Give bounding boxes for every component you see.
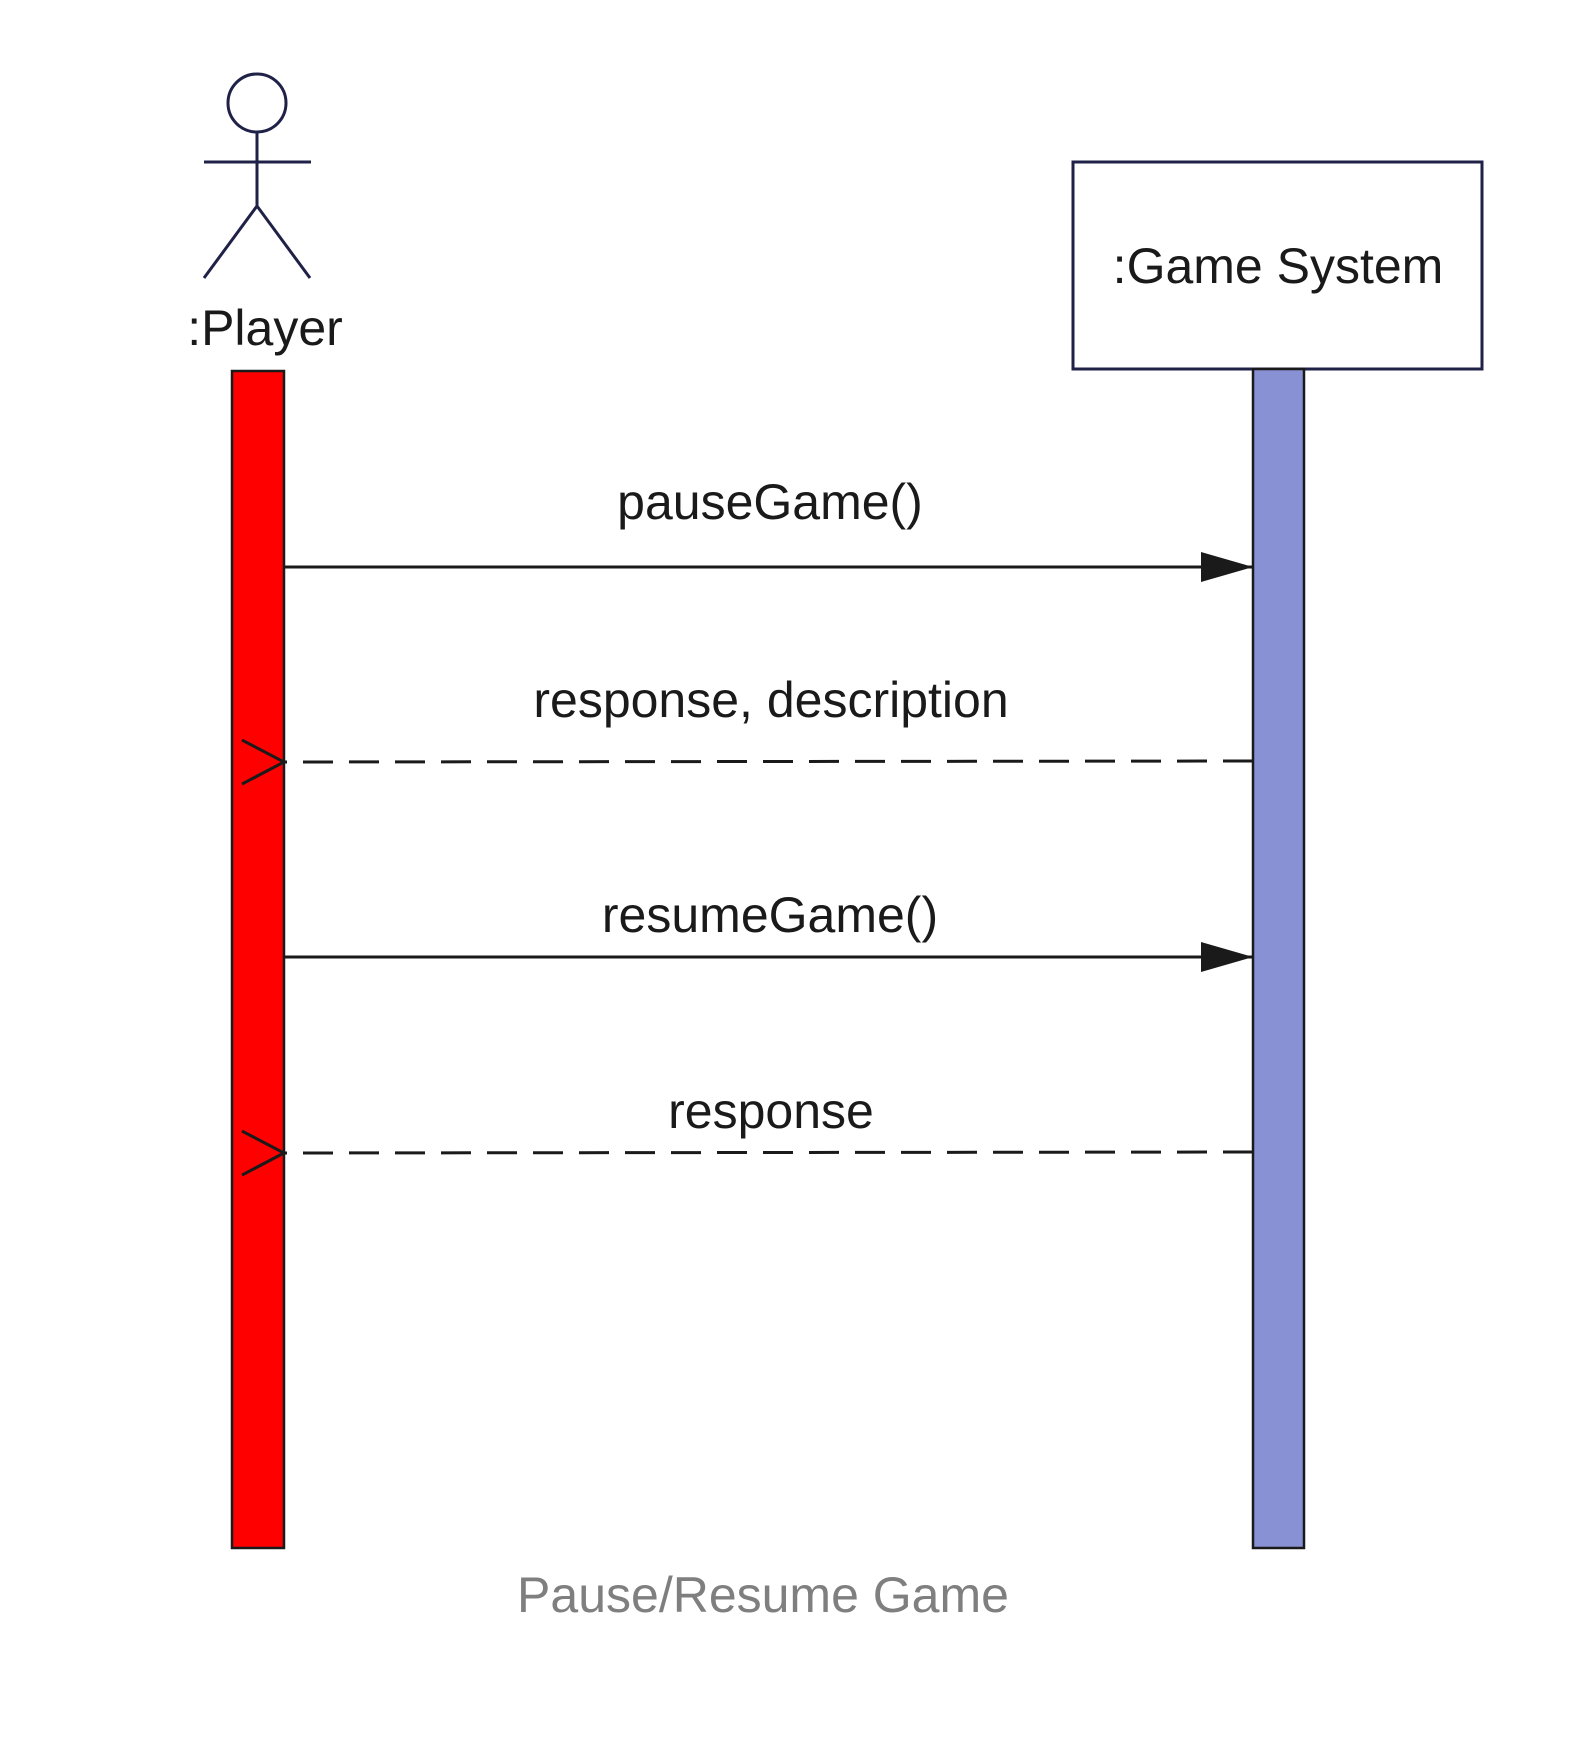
participant-label-game-system: :Game System (1113, 238, 1444, 294)
participant-label-player: :Player (187, 300, 343, 356)
player-activation-bar (230, 369, 286, 1550)
message-label-resume-game: resumeGame() (602, 887, 938, 943)
diagram-caption: Pause/Resume Game (517, 1567, 1009, 1623)
message-arrow-response-description (284, 761, 1254, 762)
game-system-activation-bar (1251, 367, 1306, 1550)
message-arrow-response (284, 1152, 1254, 1153)
game-system-box (1071, 160, 1484, 371)
message-label-pause-game: pauseGame() (617, 474, 923, 530)
message-label-response: response (668, 1083, 874, 1139)
message-label-response-description: response, description (533, 672, 1008, 728)
player-actor-icon (202, 72, 312, 279)
